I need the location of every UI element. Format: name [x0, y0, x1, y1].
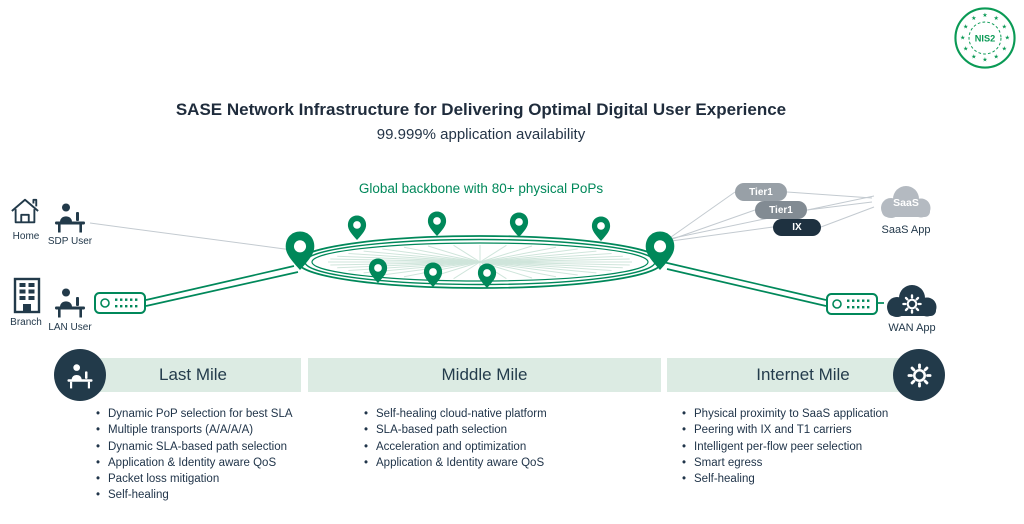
- list-item: Dynamic SLA-based path selection: [95, 439, 315, 456]
- svg-text:★: ★: [993, 54, 998, 61]
- list-item: Peering with IX and T1 carriers: [681, 422, 921, 439]
- nis2-badge: ★★★★★★★★★★★★ NIS2: [954, 7, 1016, 69]
- home-icon: [10, 198, 40, 224]
- sdp-user-label: SDP User: [47, 236, 93, 247]
- section-header-last-mile: Last Mile: [85, 358, 301, 392]
- wan-cloud: [880, 280, 944, 322]
- list-item: Self-healing: [681, 471, 921, 488]
- svg-text:★: ★: [971, 54, 976, 61]
- saas-app-label: SaaS App: [881, 224, 931, 236]
- list-item: Packet loss mitigation: [95, 471, 315, 488]
- svg-text:★: ★: [1002, 23, 1007, 30]
- list-item: Application & Identity aware QoS: [363, 455, 588, 472]
- edge-router-icon: [94, 292, 146, 314]
- tier1-pill-bottom: Tier1: [755, 201, 807, 219]
- list-item: SLA-based path selection: [363, 422, 588, 439]
- section-header-middle-mile: Middle Mile: [308, 358, 661, 392]
- list-item: Smart egress: [681, 455, 921, 472]
- home-label: Home: [12, 231, 40, 242]
- list-item: Application & Identity aware QoS: [95, 455, 315, 472]
- middle-mile-list: Self-healing cloud-native platform SLA-b…: [363, 406, 588, 471]
- tier1-pill-top: Tier1: [735, 183, 787, 201]
- backbone-network-art: [89, 191, 884, 307]
- svg-text:★: ★: [963, 46, 968, 53]
- last-mile-list: Dynamic PoP selection for best SLA Multi…: [95, 406, 315, 504]
- user-desk-icon: [67, 363, 93, 388]
- svg-text:★: ★: [971, 15, 976, 22]
- wan-app-label: WAN App: [888, 322, 936, 334]
- backbone-caption: Global backbone with 80+ physical PoPs: [358, 181, 604, 196]
- gear-icon: [902, 294, 922, 314]
- svg-text:★: ★: [1005, 34, 1010, 41]
- svg-text:★: ★: [1002, 46, 1007, 53]
- pop-pin-icon-left: [285, 231, 315, 270]
- green-links: [145, 261, 884, 307]
- pop-pin-icon: [591, 216, 611, 241]
- branch-icon: [13, 277, 41, 314]
- branch-label: Branch: [10, 317, 42, 328]
- svg-text:★: ★: [982, 57, 987, 64]
- gear-icon: [907, 363, 931, 387]
- peering-links: [89, 191, 875, 251]
- svg-text:★: ★: [982, 12, 987, 19]
- last-mile-badge: [54, 349, 106, 401]
- lan-user-icon: [55, 288, 85, 318]
- page-title: SASE Network Infrastructure for Deliveri…: [175, 100, 787, 119]
- svg-text:★: ★: [960, 34, 965, 41]
- list-item: Acceleration and optimization: [363, 439, 588, 456]
- list-item: Self-healing cloud-native platform: [363, 406, 588, 423]
- svg-text:★: ★: [963, 23, 968, 30]
- list-item: Physical proximity to SaaS application: [681, 406, 921, 423]
- nis2-stars-ring: ★★★★★★★★★★★★: [960, 12, 1010, 64]
- internet-mile-badge: [893, 349, 945, 401]
- pop-pin-icon: [427, 211, 447, 236]
- svg-text:★: ★: [993, 15, 998, 22]
- ix-pill: IX: [773, 219, 821, 236]
- list-item: Self-healing: [95, 487, 315, 504]
- pop-pin-icon: [509, 212, 529, 237]
- wan-edge-router-icon: [826, 293, 878, 315]
- internet-mile-list: Physical proximity to SaaS application P…: [681, 406, 921, 488]
- list-item: Dynamic PoP selection for best SLA: [95, 406, 315, 423]
- page-subtitle: 99.999% application availability: [376, 126, 586, 143]
- pop-pin-icon: [347, 215, 367, 240]
- saas-cloud: SaaS: [874, 182, 938, 222]
- sdp-user-icon: [55, 203, 85, 233]
- list-item: Intelligent per-flow peer selection: [681, 439, 921, 456]
- list-item: Multiple transports (A/A/A/A): [95, 422, 315, 439]
- nis2-label: NIS2: [975, 33, 995, 43]
- lan-user-label: LAN User: [48, 322, 92, 333]
- saas-cloud-label: SaaS: [893, 197, 919, 209]
